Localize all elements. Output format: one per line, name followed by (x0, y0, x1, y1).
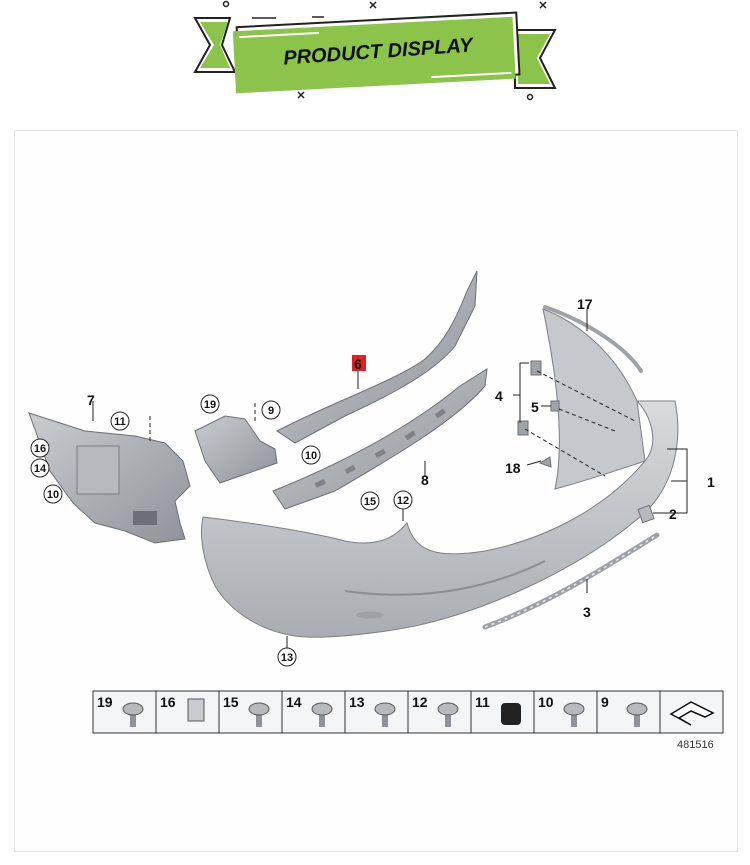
hardware-cell-label: 12 (412, 694, 428, 710)
circled-callout-19: 19 (200, 394, 220, 414)
clip-bracket-lower (517, 420, 529, 436)
circled-callout-10-center: 10 (301, 445, 321, 465)
hardware-cell-label: 13 (349, 694, 365, 710)
bumper-cover (201, 400, 679, 638)
callout-17: 17 (577, 296, 593, 312)
callout-7: 7 (87, 392, 95, 408)
circled-callout-14: 14 (30, 458, 50, 478)
banner-sparkles (222, 0, 547, 101)
callout-6: 6 (354, 356, 362, 372)
svg-text:10: 10 (305, 450, 317, 462)
assembly-lines (149, 370, 636, 477)
circled-callout-10-left: 10 (43, 484, 63, 504)
circled-callout-16: 16 (30, 438, 50, 458)
callout-4: 4 (495, 388, 503, 404)
mounting-bracket (194, 415, 278, 484)
hardware-cell-13: 13 (344, 690, 409, 734)
svg-text:11: 11 (114, 416, 126, 428)
absorber-slots (314, 408, 446, 488)
fastener-icon (187, 698, 205, 722)
edge-strip (543, 305, 643, 373)
hardware-cell-15: 15 (218, 690, 283, 734)
circled-callout-11: 11 (110, 411, 130, 431)
clip-bracket-upper (530, 360, 542, 376)
hardware-legend: 19 16 15 14 13 12 11 10 9 (92, 690, 724, 734)
callout-5: 5 (531, 399, 539, 415)
hardware-cell-label: 16 (160, 694, 176, 710)
hardware-cell-label: 9 (601, 694, 609, 710)
hardware-cell-label: 14 (286, 694, 302, 710)
callout-8: 8 (421, 472, 429, 488)
svg-text:12: 12 (397, 495, 409, 507)
svg-text:16: 16 (34, 443, 46, 455)
svg-text:14: 14 (34, 463, 47, 475)
fastener-icon (374, 702, 396, 727)
bumper-side-wall (542, 308, 646, 490)
fastener-icon (248, 702, 270, 727)
cap-2 (637, 504, 655, 524)
fastener-icon (437, 702, 459, 727)
product-display-banner: PRODUCT DISPLAY (193, 0, 557, 101)
hardware-cell-14: 14 (281, 690, 346, 734)
circled-callout-15: 15 (360, 491, 380, 511)
bumper-exploded-diagram: 1 2 3 4 5 6 7 8 17 18 9 10 10 11 12 13 1… (28, 270, 724, 751)
hardware-cell-label: 15 (223, 694, 239, 710)
hardware-cell-16: 16 (155, 690, 220, 734)
callout-2: 2 (669, 506, 677, 522)
callout-1: 1 (707, 474, 715, 490)
fastener-icon (122, 702, 144, 727)
hardware-cell-12: 12 (407, 690, 472, 734)
circled-callout-13: 13 (277, 647, 297, 667)
reference-number: 481516 (677, 739, 714, 751)
parts-diagram-frame: 1 2 3 4 5 6 7 8 17 18 9 10 10 11 12 13 1… (14, 130, 738, 852)
hardware-cell-9: 9 (596, 690, 661, 734)
clip-5 (550, 400, 560, 412)
fastener-icon (563, 702, 585, 727)
hardware-cell-label: 11 (475, 694, 490, 710)
bumper-carrier (276, 270, 478, 444)
hardware-cell-10: 10 (533, 690, 598, 734)
energy-absorber (272, 368, 488, 510)
hardware-cell-19: 19 (92, 690, 157, 734)
svg-text:10: 10 (47, 489, 59, 501)
hardware-cell-11: 11 (470, 690, 535, 734)
fastener-icon (311, 702, 333, 727)
hardware-cell-label: 19 (97, 694, 113, 710)
circled-callout-9: 9 (261, 400, 281, 420)
bumper-lower-trim (344, 560, 546, 596)
callout-18: 18 (505, 460, 521, 476)
svg-text:15: 15 (364, 496, 376, 508)
callout-3: 3 (583, 604, 591, 620)
fastener-icon (501, 703, 521, 725)
circled-callout-12: 12 (393, 490, 413, 510)
svg-text:13: 13 (281, 652, 293, 664)
svg-text:9: 9 (268, 405, 274, 417)
fastener-icon (626, 702, 648, 727)
view-direction-icon (669, 701, 715, 726)
banner-main-ribbon (232, 11, 521, 94)
reflector-left (356, 611, 384, 619)
svg-text:19: 19 (204, 399, 216, 411)
hardware-cell-label: 10 (538, 694, 554, 710)
leader-lines (92, 309, 688, 651)
clip-18 (538, 456, 552, 468)
highlight-box-6 (352, 355, 366, 371)
